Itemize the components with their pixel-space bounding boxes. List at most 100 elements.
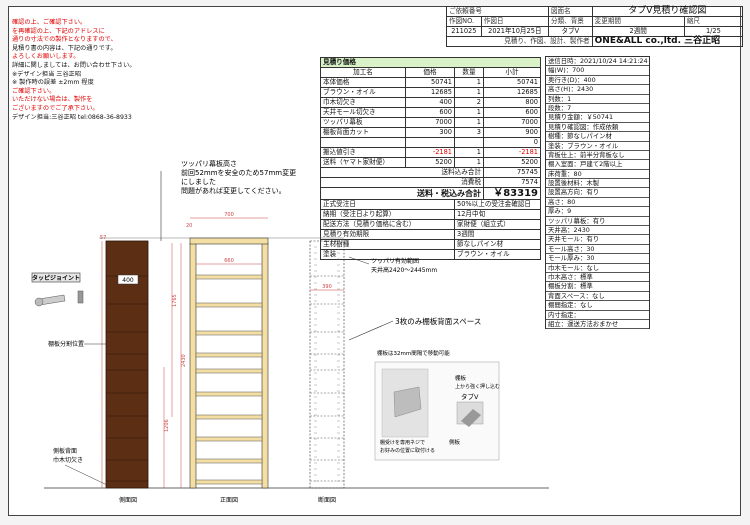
note-line: ※ 製作時の誤差 ±2mm 程度 [12, 79, 94, 87]
front-view [163, 217, 269, 489]
category-label: 分類、背景 [547, 16, 593, 27]
note-line: ※デザイン担当 三谷正昭 [12, 70, 82, 78]
notch-label-1: 側板背面 [53, 447, 77, 455]
note-line: いただけない場合は、製作を [12, 96, 93, 104]
info-row: 塗装ブラウン・オイル [320, 249, 541, 260]
tab-joint-label: タッピジョイント [32, 274, 80, 282]
col-header: 小計 [483, 67, 541, 78]
category: タブV [547, 26, 593, 37]
title-block: ご依頼番号 図面名 タブV見積り確認図 作図NO. 作図日 分類、背景 変更期間… [446, 6, 744, 47]
spec-line: 樹種：節なしパイン材 [546, 132, 649, 142]
note-line: よろしくお願いします。 [12, 53, 80, 61]
period-label: 変更期間 [591, 16, 685, 27]
front-shelf [195, 436, 263, 442]
scale-label: 縮尺 [683, 16, 744, 27]
shelf-label: 棚板 [455, 374, 467, 382]
note-line: ご確認下さい。 [12, 87, 56, 95]
price-header-row: 加工名 価格 数量 小計 [320, 67, 541, 78]
spec-line: 幅(W)：700 [546, 66, 649, 76]
side-label: 側板 [449, 438, 461, 446]
confirm-label: ご依頼番号 [446, 6, 549, 17]
spec-line: 巾木モール：なし [546, 264, 649, 273]
side-label-2: 上から強く押し込む [455, 383, 500, 390]
drawing-frame: 確認の上、ご確認下さい。 を再確認の上、下記のアドレスに 通りの寸法での製作とな… [8, 6, 744, 516]
order-no-label: 作図NO. [446, 16, 482, 27]
tab-joint-box [31, 272, 81, 283]
leader-line [348, 256, 370, 265]
front-shelf [195, 302, 263, 308]
front-shelves [195, 274, 263, 485]
note-line: 通りの寸法での製作となりますので、 [12, 36, 117, 44]
price-title: 見積り価格 [320, 57, 541, 68]
drawing-note: 前回52mmを安全のため57mm変更 [181, 168, 296, 177]
spec-line: モール高さ：30 [546, 245, 649, 255]
spec-line: 床荷重：80 [546, 170, 649, 180]
spec-line: 巾木高さ：標準 [546, 273, 649, 283]
company-line-label: 見積り、作図、設計、製作者 [446, 36, 593, 47]
section-outline [309, 240, 345, 489]
doc-title: タブV見積り確認図 [592, 6, 744, 17]
shelf-divider-label: 棚板分割位置 [48, 340, 84, 348]
note-line: 見積り書の内容は、下記の通りです。 [12, 44, 117, 52]
spec-line: 列数：1 [546, 95, 649, 104]
section-view-label: 断面図 [318, 496, 336, 504]
col-header: 加工名 [320, 67, 406, 78]
spec-line: モール厚み：30 [546, 254, 649, 264]
note-line: を再確認の上、下記のアドレスに [12, 27, 105, 35]
notch-label-2: 巾木切欠き [53, 456, 83, 464]
col-header: 数量 [454, 67, 484, 78]
spec-line: 棚間指定：なし [546, 301, 649, 311]
front-shelf [195, 414, 263, 420]
spec-line: 内寸指定： [546, 311, 649, 320]
dim-57: 57 [100, 235, 106, 241]
front-shelf [195, 330, 263, 336]
spec-line: 見積り金額：￥50741 [546, 113, 649, 123]
spec-line: 棚板分割：標準 [546, 282, 649, 292]
depth-label-box [117, 274, 139, 285]
screw-label-2: お好みの位置に取付ける [380, 447, 435, 454]
front-shelf [195, 391, 263, 397]
order-no: 211025 [446, 26, 482, 37]
col-header: 価格 [405, 67, 455, 78]
leader-line [64, 464, 108, 486]
drawing-note: 問題があれば変更してください。 [181, 186, 286, 195]
side-view-label: 側面図 [119, 496, 137, 504]
three-shelf-label: 3枚のみ棚板背面スペース [395, 316, 481, 326]
bracket-photo [393, 386, 422, 418]
company-name: ONE&ALL co.,ltd. 三谷正昭 [591, 36, 744, 47]
dim-700: 700 [224, 212, 234, 218]
joint-head-icon [34, 297, 44, 307]
dim-20: 20 [186, 223, 192, 229]
spec-line: 背板仕上：前半分背板なし [546, 151, 649, 161]
spec-line: 見積り確認図：作成依頼 [546, 123, 649, 133]
tab-v-icon [461, 409, 481, 427]
front-top-board [189, 237, 269, 245]
drawing-area: 400 700 660 2430 1765 1206 20 57 39 [31, 159, 549, 504]
front-shelf [195, 352, 263, 358]
drawing-note: にしました [181, 178, 216, 186]
dim-2430: 2430 [181, 354, 187, 367]
front-shelf [195, 479, 263, 485]
front-shelf [195, 458, 263, 464]
spec-line: 天井高：2430 [546, 226, 649, 236]
front-shelf [195, 368, 263, 374]
note-line: 詳細に関しましては、お問い合わせ下さい。 [12, 61, 136, 69]
spec-line: 高さ：80 [546, 198, 649, 208]
section-shelves [310, 246, 344, 482]
spec-line: 天井モール：有り [546, 235, 649, 245]
notes-block: 確認の上、ご確認下さい。 を再確認の上、下記のアドレスに 通りの寸法での製作とな… [12, 19, 277, 122]
leader-line [348, 320, 394, 341]
date: 2021年10月25日 [480, 26, 549, 37]
period: 2週間 [591, 26, 685, 37]
tsuppari-label-2: 天井高2420～2445mm [371, 266, 437, 274]
spec-line: 厚み：9 [546, 207, 649, 217]
shelf-pitch-label: 棚板は32mm間隔で移動可能 [377, 349, 450, 357]
date-label: 作図日 [480, 16, 549, 27]
